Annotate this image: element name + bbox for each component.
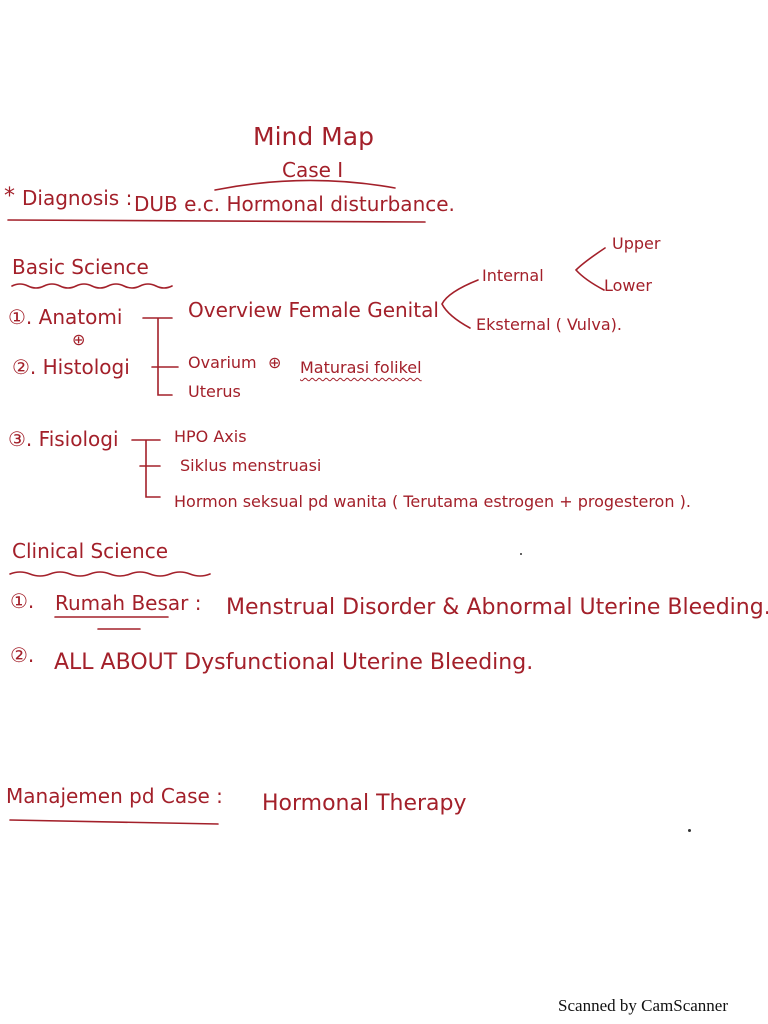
title-arc — [214, 179, 396, 191]
internal-branch — [574, 247, 606, 291]
anatomi-plus: ⊕ — [72, 330, 86, 349]
scanned-by-footer: Scanned by CamScanner — [558, 996, 728, 1015]
internal-label: Internal — [482, 266, 544, 285]
clinical-item1-number: ①. — [10, 589, 35, 613]
uterus-label: Uterus — [188, 382, 241, 401]
basic-science-underline — [11, 283, 173, 289]
anatomi-label: ①. Anatomi — [8, 305, 123, 329]
upper-label: Upper — [612, 234, 661, 253]
siklus-menstruasi-label: Siklus menstruasi — [180, 456, 322, 475]
title-mind-map: Mind Map — [253, 122, 374, 151]
diagnosis-label: Diagnosis : — [22, 186, 133, 210]
clinical-item2-number: ②. — [10, 643, 35, 667]
overview-label: Overview Female Genital — [188, 298, 439, 322]
diagnosis-underline — [7, 219, 426, 223]
histologi-label: ②. Histologi — [12, 355, 130, 379]
title-case: Case I — [282, 158, 344, 182]
rumah-besar-label: Rumah Besar : — [55, 591, 202, 615]
scan-speck — [520, 553, 522, 555]
hormon-seksual-label: Hormon seksual pd wanita ( Terutama estr… — [174, 492, 691, 511]
manajemen-label: Manajemen pd Case : — [6, 784, 223, 808]
clinical-science-heading: Clinical Science — [12, 539, 169, 563]
basic-science-heading: Basic Science — [12, 255, 149, 279]
ovarium-label: Ovarium — [188, 353, 257, 372]
manajemen-value: Hormonal Therapy — [262, 791, 467, 816]
fisiologi-bracket — [131, 439, 161, 498]
diagnosis-marker: * — [4, 184, 15, 209]
clinical-item1-value: Menstrual Disorder & Abnormal Uterine Bl… — [226, 595, 768, 620]
scan-speck — [688, 829, 691, 832]
clinical-science-underline — [9, 571, 211, 577]
ovarium-plus: ⊕ — [268, 353, 282, 372]
maturasi-folikel-label: Maturasi folikel — [300, 358, 422, 377]
hpo-axis-label: HPO Axis — [174, 427, 247, 446]
diagnosis-value: DUB e.c. Hormonal disturbance. — [134, 192, 455, 216]
lower-label: Lower — [604, 276, 652, 295]
overview-branch — [441, 279, 479, 329]
anatomi-bracket — [142, 317, 179, 396]
clinical-item2-value: ALL ABOUT Dysfunctional Uterine Bleeding… — [54, 650, 534, 675]
manajemen-underline — [9, 819, 219, 825]
fisiologi-label: ③. Fisiologi — [8, 427, 119, 451]
eksternal-label: Eksternal ( Vulva). — [476, 315, 622, 334]
